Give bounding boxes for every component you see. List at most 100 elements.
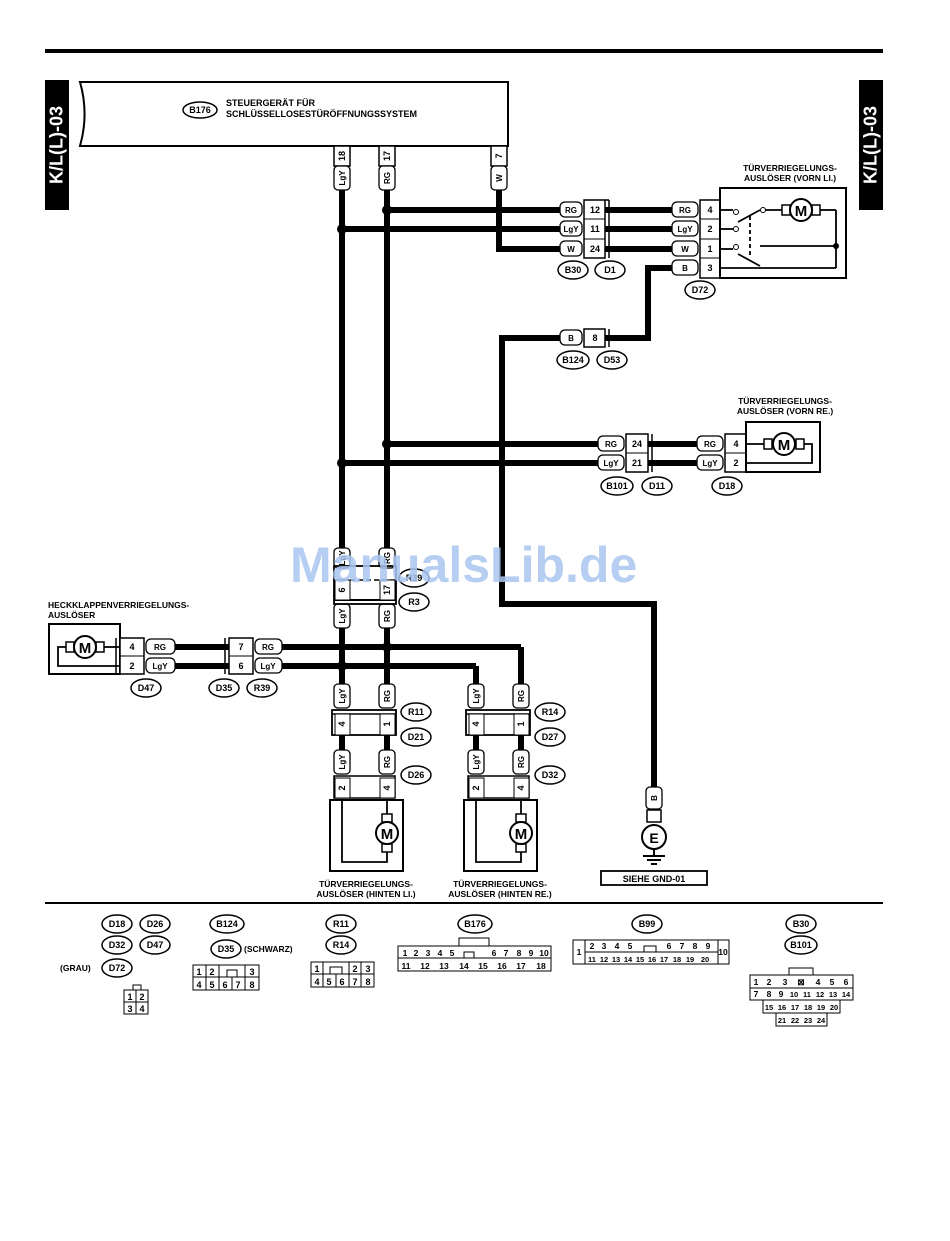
svg-text:6: 6 (492, 948, 497, 958)
ecu-conn: B176 (189, 105, 211, 115)
rear-right-actuator: 4 1 R14 D27 D32 2 4 M TÜRVERRIEGELUNGS- … (448, 702, 566, 899)
wire-label: RG (383, 690, 392, 702)
svg-text:15: 15 (765, 1003, 773, 1012)
rear-left-actuator: 4 1 R11 D21 D26 2 4 M TÜRVERRIEGELUNGS- … (316, 702, 432, 899)
wire-label: RG (262, 643, 274, 652)
connector-code: D26 (408, 770, 425, 780)
svg-text:12: 12 (420, 961, 430, 971)
connector-code: R39 (406, 573, 423, 583)
connector-code: D35 (216, 683, 233, 693)
connector-code: D27 (542, 732, 559, 742)
svg-text:1: 1 (314, 964, 319, 974)
svg-text:1: 1 (577, 947, 582, 957)
legend-color-note: (SCHWARZ) (244, 944, 293, 954)
svg-text:5: 5 (326, 977, 331, 987)
wire-label: LgY (472, 688, 481, 704)
svg-text:1: 1 (754, 977, 759, 987)
svg-text:1: 1 (127, 992, 132, 1002)
svg-text:7: 7 (680, 941, 685, 951)
svg-text:4: 4 (816, 977, 821, 987)
svg-text:5: 5 (628, 941, 633, 951)
wire-label: LgY (152, 662, 168, 671)
pin-label: 4 (471, 721, 481, 726)
rl-title-1: TÜRVERRIEGELUNGS- (319, 879, 413, 889)
connector-r3-r39: 6 17 R39 R3 (333, 565, 430, 612)
svg-text:6: 6 (667, 941, 672, 951)
legend-code: B176 (464, 919, 486, 929)
ecu-pin-7: 7 (494, 153, 504, 158)
svg-text:6: 6 (339, 977, 344, 987)
svg-text:7: 7 (235, 980, 240, 990)
fl-title-2: AUSLÖSER (VORN LI.) (744, 173, 836, 183)
svg-text:23: 23 (804, 1016, 812, 1025)
vertical-wire-labels: LgY RG W LgY RG LgY RG LgY RG LgY RG LgY… (333, 165, 663, 810)
wire-label: RG (383, 552, 392, 564)
svg-text:5: 5 (209, 980, 214, 990)
svg-text:11: 11 (803, 990, 811, 999)
svg-text:4: 4 (438, 948, 443, 958)
legend-color-note: (GRAU) (60, 963, 91, 973)
svg-text:9: 9 (779, 989, 784, 999)
svg-text:4: 4 (139, 1004, 144, 1014)
ecu-pin-18: 18 (337, 151, 347, 161)
pin-label: 1 (707, 244, 712, 254)
connector-b124-d53: B 8 B124 D53 (556, 328, 628, 370)
legend-code: D18 (109, 919, 126, 929)
svg-text:16: 16 (497, 961, 507, 971)
ecu-title-2: SCHLÜSSELLOSESTÜRÖFFNUNGSSYSTEM (226, 109, 417, 119)
svg-text:17: 17 (660, 955, 668, 964)
wire-label: B (682, 264, 688, 273)
pin-label: 21 (632, 458, 642, 468)
svg-text:6: 6 (222, 980, 227, 990)
legend-code: D47 (147, 940, 164, 950)
connector-code: B101 (606, 481, 628, 491)
svg-text:16: 16 (778, 1003, 786, 1012)
svg-text:22: 22 (791, 1016, 799, 1025)
wire-label: LgY (338, 754, 347, 770)
legend-code: D32 (109, 940, 126, 950)
legend-code: D35 (218, 944, 235, 954)
connector-b30-d1: RG LgY W 12 11 24 B30 D1 (557, 199, 626, 280)
junction-dots (337, 205, 392, 671)
legend-code: B30 (793, 919, 810, 929)
svg-text:19: 19 (817, 1003, 825, 1012)
rl-title-2: AUSLÖSER (HINTEN LI.) (316, 889, 415, 899)
svg-text:4: 4 (314, 977, 319, 987)
svg-text:⊠: ⊠ (797, 977, 804, 987)
wire-label: LgY (338, 608, 347, 624)
svg-text:15: 15 (478, 961, 488, 971)
svg-text:8: 8 (693, 941, 698, 951)
svg-text:20: 20 (830, 1003, 838, 1012)
fl-title-1: TÜRVERRIEGELUNGS- (743, 163, 837, 173)
connector-code: D21 (408, 732, 425, 742)
wire-label: LgY (338, 550, 347, 566)
svg-text:19: 19 (686, 955, 694, 964)
pin-label: 2 (337, 785, 347, 790)
svg-text:14: 14 (624, 955, 633, 964)
svg-text:4: 4 (196, 980, 201, 990)
wire-label: RG (704, 440, 716, 449)
svg-text:14: 14 (459, 961, 469, 971)
svg-text:2: 2 (414, 948, 419, 958)
svg-text:13: 13 (439, 961, 449, 971)
pin-label: 24 (590, 244, 600, 254)
svg-text:20: 20 (701, 955, 709, 964)
svg-text:17: 17 (791, 1003, 799, 1012)
rr-title-1: TÜRVERRIEGELUNGS- (453, 879, 547, 889)
motor-icon: M (79, 640, 92, 657)
wire-label: LgY (338, 170, 347, 186)
svg-text:10: 10 (718, 947, 728, 957)
pin-label: 8 (592, 333, 597, 343)
connector-code: R3 (408, 597, 420, 607)
watermark: ManualsLib.de (290, 537, 638, 593)
wire-label: LgY (677, 225, 693, 234)
wire-label: RG (383, 610, 392, 622)
pin-label: 2 (471, 785, 481, 790)
connector-d35-r39: 7 6 RG LgY D35 R39 (208, 637, 283, 698)
motor-icon: M (381, 826, 394, 843)
wire-label: B (568, 334, 574, 343)
svg-text:3: 3 (365, 964, 370, 974)
motor-icon: M (795, 203, 808, 220)
svg-text:4: 4 (615, 941, 620, 951)
